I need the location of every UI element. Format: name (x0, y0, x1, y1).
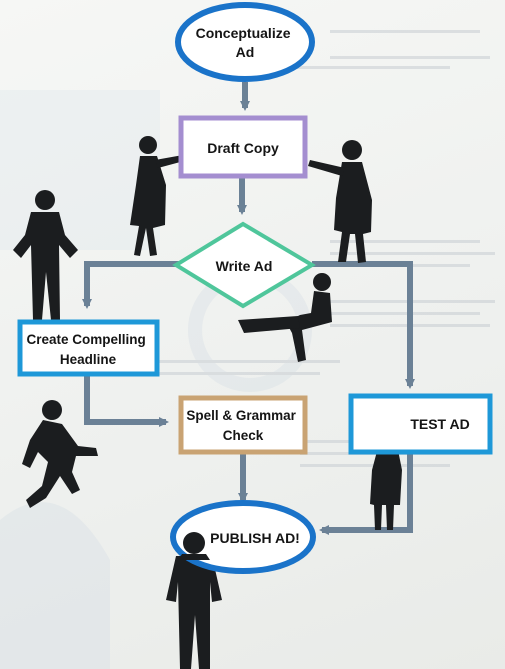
node-draft-copy: Draft Copy (178, 115, 308, 179)
node-test-ad-label: TEST AD (410, 416, 469, 432)
node-draft-copy-label: Draft Copy (207, 140, 279, 156)
node-test-ad: TEST AD (348, 393, 493, 455)
node-conceptualize-ad: Conceptualize Ad (175, 2, 315, 82)
node-create-headline-label: Create Compelling Headline (26, 332, 149, 367)
node-spell-grammar-label: Spell & Grammar Check (186, 408, 299, 443)
node-conceptualize-ad-label: Conceptualize Ad (196, 25, 295, 60)
node-conceptualize-line-1: Conceptualize (196, 25, 291, 41)
flow-nodes: Conceptualize Ad Draft Copy Write Ad (17, 2, 493, 574)
arrow-write-to-test (312, 261, 415, 389)
node-write-ad-label: Write Ad (216, 258, 273, 274)
node-spell-line-2: Check (223, 428, 264, 443)
node-write-line-1: Write Ad (216, 258, 273, 274)
silhouette-man-hands-on-hips (13, 190, 78, 320)
node-publish-line-1: PUBLISH AD! (210, 530, 300, 546)
arrow-write-to-headline (82, 261, 180, 309)
node-spell-grammar-check: Spell & Grammar Check (178, 395, 308, 455)
silhouette-businessman-head-front (178, 532, 210, 560)
silhouette-running-man (22, 400, 98, 508)
node-create-headline: Create Compelling Headline (17, 319, 160, 377)
node-publish-ad-label: PUBLISH AD! (210, 530, 300, 546)
node-headline-line-1: Create Compelling (26, 332, 145, 347)
flow-connectors (82, 82, 415, 535)
silhouette-woman-right (308, 140, 372, 263)
silhouette-woman-sitting (238, 273, 332, 362)
node-write-ad: Write Ad (172, 221, 316, 309)
node-draft-line-1: Draft Copy (207, 140, 279, 156)
node-headline-line-2: Headline (60, 352, 117, 367)
silhouette-woman-left (130, 136, 184, 256)
node-publish-ad: PUBLISH AD! (170, 500, 316, 574)
node-conceptualize-line-2: Ad (236, 44, 255, 60)
background-texture (0, 30, 495, 669)
node-test-line-1: TEST AD (410, 416, 469, 432)
arrow-headline-to-spell (84, 374, 169, 427)
node-spell-line-1: Spell & Grammar (186, 408, 296, 423)
arrow-test-to-publish (319, 452, 413, 535)
